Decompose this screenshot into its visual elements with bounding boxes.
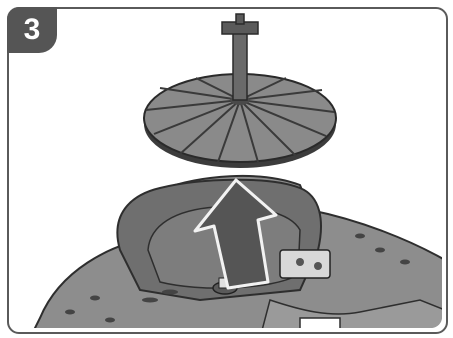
step-number-badge: 3: [7, 7, 57, 53]
filter-disc: [144, 14, 336, 168]
step-number: 3: [24, 13, 41, 47]
